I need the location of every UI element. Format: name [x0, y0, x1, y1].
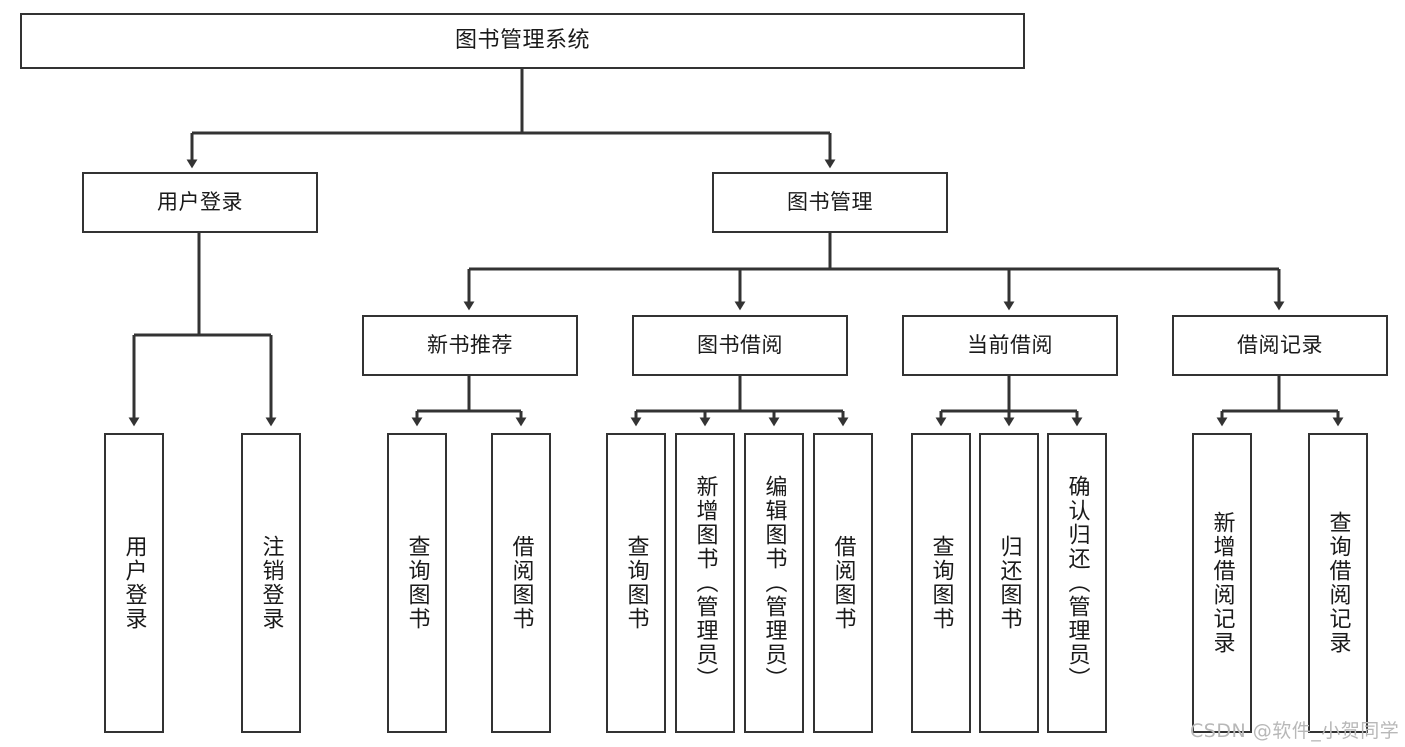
node-leaf-borrow-book-2-label: 借阅图书 [830, 535, 856, 631]
node-leaf-query-book-1-label: 查询图书 [404, 535, 430, 631]
node-leaf-confirm-return[interactable]: 确认归还（管理员） [1047, 433, 1107, 733]
node-leaf-query-book-1[interactable]: 查询图书 [387, 433, 447, 733]
node-leaf-return-book-label: 归还图书 [996, 535, 1022, 631]
node-leaf-user-logout-label: 注销登录 [258, 535, 284, 631]
node-leaf-add-record[interactable]: 新增借阅记录 [1192, 433, 1252, 733]
node-leaf-user-login[interactable]: 用户登录 [104, 433, 164, 733]
node-leaf-add-book[interactable]: 新增图书（管理员） [675, 433, 735, 733]
node-leaf-query-record[interactable]: 查询借阅记录 [1308, 433, 1368, 733]
node-leaf-edit-book[interactable]: 编辑图书（管理员） [744, 433, 804, 733]
node-leaf-borrow-book-2[interactable]: 借阅图书 [813, 433, 873, 733]
node-leaf-confirm-return-label: 确认归还（管理员） [1064, 475, 1090, 691]
node-current-borrow[interactable]: 当前借阅 [902, 315, 1118, 376]
node-book-borrow-label: 图书借阅 [697, 333, 783, 358]
node-book-borrow[interactable]: 图书借阅 [632, 315, 848, 376]
watermark-text: CSDN @软件_小贺同学 [1190, 720, 1400, 742]
node-user-login[interactable]: 用户登录 [82, 172, 318, 233]
node-leaf-return-book[interactable]: 归还图书 [979, 433, 1039, 733]
node-book-manage[interactable]: 图书管理 [712, 172, 948, 233]
node-leaf-query-book-3[interactable]: 查询图书 [911, 433, 971, 733]
node-leaf-query-record-label: 查询借阅记录 [1325, 511, 1351, 655]
node-borrow-record-label: 借阅记录 [1237, 333, 1323, 358]
node-leaf-user-logout[interactable]: 注销登录 [241, 433, 301, 733]
node-leaf-query-book-3-label: 查询图书 [928, 535, 954, 631]
node-root[interactable]: 图书管理系统 [20, 13, 1025, 69]
node-leaf-add-record-label: 新增借阅记录 [1209, 511, 1235, 655]
node-leaf-query-book-2[interactable]: 查询图书 [606, 433, 666, 733]
node-book-manage-label: 图书管理 [787, 190, 873, 215]
node-leaf-borrow-book-1[interactable]: 借阅图书 [491, 433, 551, 733]
node-user-login-label: 用户登录 [157, 190, 243, 215]
node-leaf-borrow-book-1-label: 借阅图书 [508, 535, 534, 631]
node-new-book-rec[interactable]: 新书推荐 [362, 315, 578, 376]
node-leaf-query-book-2-label: 查询图书 [623, 535, 649, 631]
node-new-book-rec-label: 新书推荐 [427, 333, 513, 358]
node-root-label: 图书管理系统 [454, 28, 590, 54]
node-borrow-record[interactable]: 借阅记录 [1172, 315, 1388, 376]
node-current-borrow-label: 当前借阅 [967, 333, 1053, 358]
node-leaf-edit-book-label: 编辑图书（管理员） [761, 475, 787, 691]
node-leaf-user-login-label: 用户登录 [121, 535, 147, 631]
node-leaf-add-book-label: 新增图书（管理员） [692, 475, 718, 691]
